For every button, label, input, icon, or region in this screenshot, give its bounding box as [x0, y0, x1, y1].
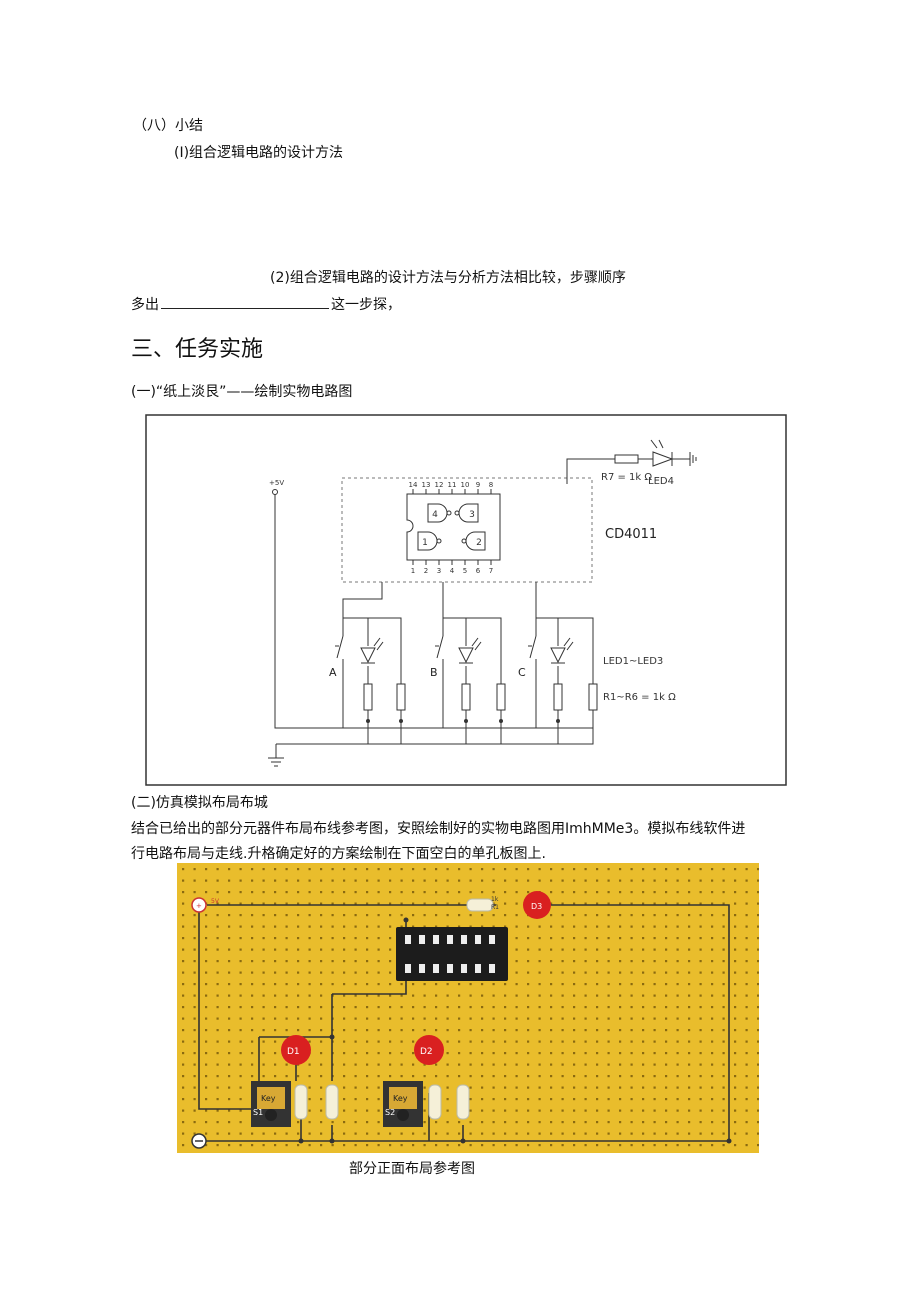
- channel-resistors: [363, 683, 598, 711]
- resistor-r1-value: 1k: [491, 896, 499, 903]
- subsection-1-title: (一)“纸上淡艮”——绘制实物电路图: [131, 384, 353, 400]
- led-d2: [414, 1035, 444, 1065]
- pin-label: 8: [489, 481, 493, 489]
- pin-label: 10: [461, 481, 470, 489]
- pin-label: 5: [463, 567, 467, 575]
- chip-pin-row-bottom: [412, 560, 492, 565]
- switch-s1-label: S1: [253, 1108, 263, 1117]
- switch-s2: [383, 1081, 423, 1127]
- ic-socket-pins: [405, 935, 495, 973]
- perfboard-layout: + 5V 1k R1 D3 D1 D2 Key S1 Key S2: [177, 863, 759, 1153]
- switch-a-label: A: [329, 666, 337, 679]
- chip-pin-row-top: [412, 489, 492, 494]
- fill-in-blank[interactable]: [161, 296, 329, 309]
- led-range-label: LED1~LED3: [603, 656, 663, 667]
- section-title: 三、任务实施: [131, 337, 264, 362]
- resistor-range-label: R1~R6 = 1k Ω: [603, 692, 676, 703]
- board-resistors: [294, 1084, 470, 1120]
- summary-item-2-prefix: 多出: [131, 297, 159, 313]
- switch-s2-label: S2: [385, 1108, 395, 1117]
- led-d2-label: D2: [420, 1047, 433, 1057]
- led-d3: [523, 891, 551, 919]
- pin-label: 12: [435, 481, 444, 489]
- gate-label: 4: [432, 510, 438, 520]
- switch-s1-key: Key: [261, 1094, 276, 1103]
- ground-symbol: [268, 757, 284, 767]
- trace-junctions: [298, 917, 732, 1144]
- resistor-r1-label: R1: [491, 904, 499, 911]
- chip-boundary: [341, 477, 593, 583]
- vcc-label: 5V: [211, 898, 220, 905]
- switch-c-label: C: [518, 666, 526, 679]
- r7-label: R7 = 1k Ω: [601, 472, 652, 483]
- pin-label: 6: [476, 567, 481, 575]
- led-d1: [281, 1035, 311, 1065]
- pin-label: 11: [448, 481, 457, 489]
- summary-item-2: (2)组合逻辑电路的设计方法与分析方法相比较，步骤顺序: [270, 270, 626, 286]
- gate-label: 2: [476, 538, 482, 548]
- summary-item-2-continued: 多出 这一步探，: [131, 296, 401, 314]
- subsection-2-title: (二)仿真模拟布局布城: [131, 795, 268, 811]
- summary-item-1: (I)组合逻辑电路的设计方法: [174, 145, 344, 161]
- led-d3-label: D3: [531, 902, 542, 911]
- supply-terminal: [272, 489, 278, 495]
- switch-s2-key: Key: [393, 1094, 408, 1103]
- switch-symbols: [335, 635, 537, 659]
- switch-b-label: B: [430, 666, 438, 679]
- resistor-r1: [466, 898, 494, 912]
- junction-dots: [366, 719, 560, 723]
- pin-label: 14: [409, 481, 418, 489]
- chip-name: CD4011: [605, 527, 657, 542]
- pin-label: 1: [411, 567, 415, 575]
- summary-heading: （八）小结: [133, 118, 203, 134]
- pin-label: 2: [424, 567, 428, 575]
- gate-label: 1: [422, 538, 428, 548]
- resistor-r7: [614, 454, 639, 464]
- led4-symbol: [650, 439, 674, 467]
- chip-body: [406, 493, 501, 561]
- vcc-terminal-icon: [191, 897, 207, 913]
- summary-item-2-suffix: 这一步探，: [331, 297, 401, 313]
- figure-caption: 部分正面布局参考图: [349, 1161, 475, 1177]
- vcc-plus: +: [196, 902, 202, 910]
- supply-label: +5V: [269, 479, 284, 487]
- nand-gates: [417, 503, 486, 551]
- channel-led-symbols: [360, 637, 574, 664]
- pin-label: 4: [450, 567, 455, 575]
- pin-label: 7: [489, 567, 493, 575]
- instruction-line-1: 结合已给出的部分元器件布局布线参考图，安照绘制好的实物电路图用ImhMMe3。模…: [131, 821, 746, 837]
- led4-label: LED4: [648, 476, 674, 487]
- pin-label: 13: [422, 481, 431, 489]
- pin-label: 9: [476, 481, 480, 489]
- pin-label: 3: [437, 567, 441, 575]
- switch-s1: [251, 1081, 291, 1127]
- led-d1-label: D1: [287, 1047, 300, 1057]
- instruction-line-2: 行电路布局与走线.升格确定好的方案绘制在下面空白的单孔板图上.: [131, 846, 546, 862]
- circuit-schematic: 14 13 12 11 10 9 8 1 2 3 4 5 6 7 4 3 1 2…: [145, 414, 787, 786]
- gate-label: 3: [469, 510, 475, 520]
